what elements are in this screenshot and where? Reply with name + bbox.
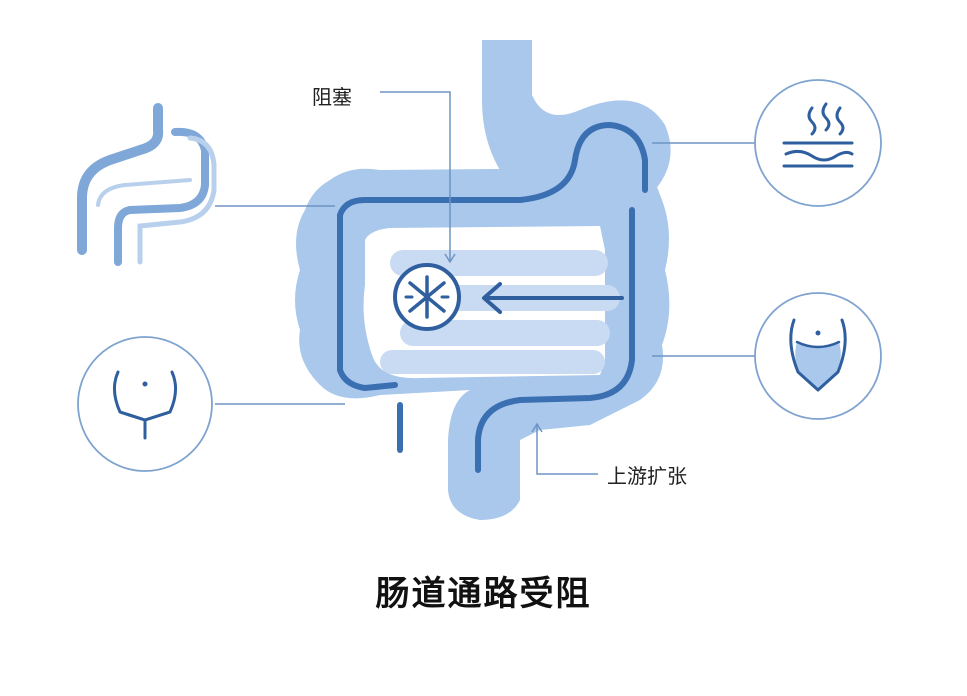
dilation-connector: [536, 425, 598, 475]
blockage-label: 阻塞: [312, 85, 352, 109]
small-intestine-band: [400, 320, 610, 346]
tract-line: [475, 207, 635, 473]
flow-arrow-icon: [482, 282, 624, 314]
bloated-belly-icon: [754, 292, 882, 420]
tract-line: [337, 121, 648, 253]
blockage-x-icon: [393, 263, 461, 331]
abdominal-pain-icon: [77, 336, 213, 472]
small-intestine-band: [380, 350, 605, 374]
dilation-arrowhead: [531, 422, 543, 433]
stomach-outline-icon: [77, 103, 217, 266]
digestive-tract: [295, 40, 671, 520]
blockage-arrowhead: [444, 253, 456, 264]
diagram-title: 肠道通路受阻: [375, 574, 592, 614]
esophagus: [482, 40, 671, 205]
connectors: [215, 91, 755, 475]
tract-line: [337, 247, 398, 392]
hot-stool-icon: [754, 79, 882, 207]
upstream-dilation-label: 上游扩张: [607, 464, 687, 488]
blockage-connector: [380, 91, 451, 262]
